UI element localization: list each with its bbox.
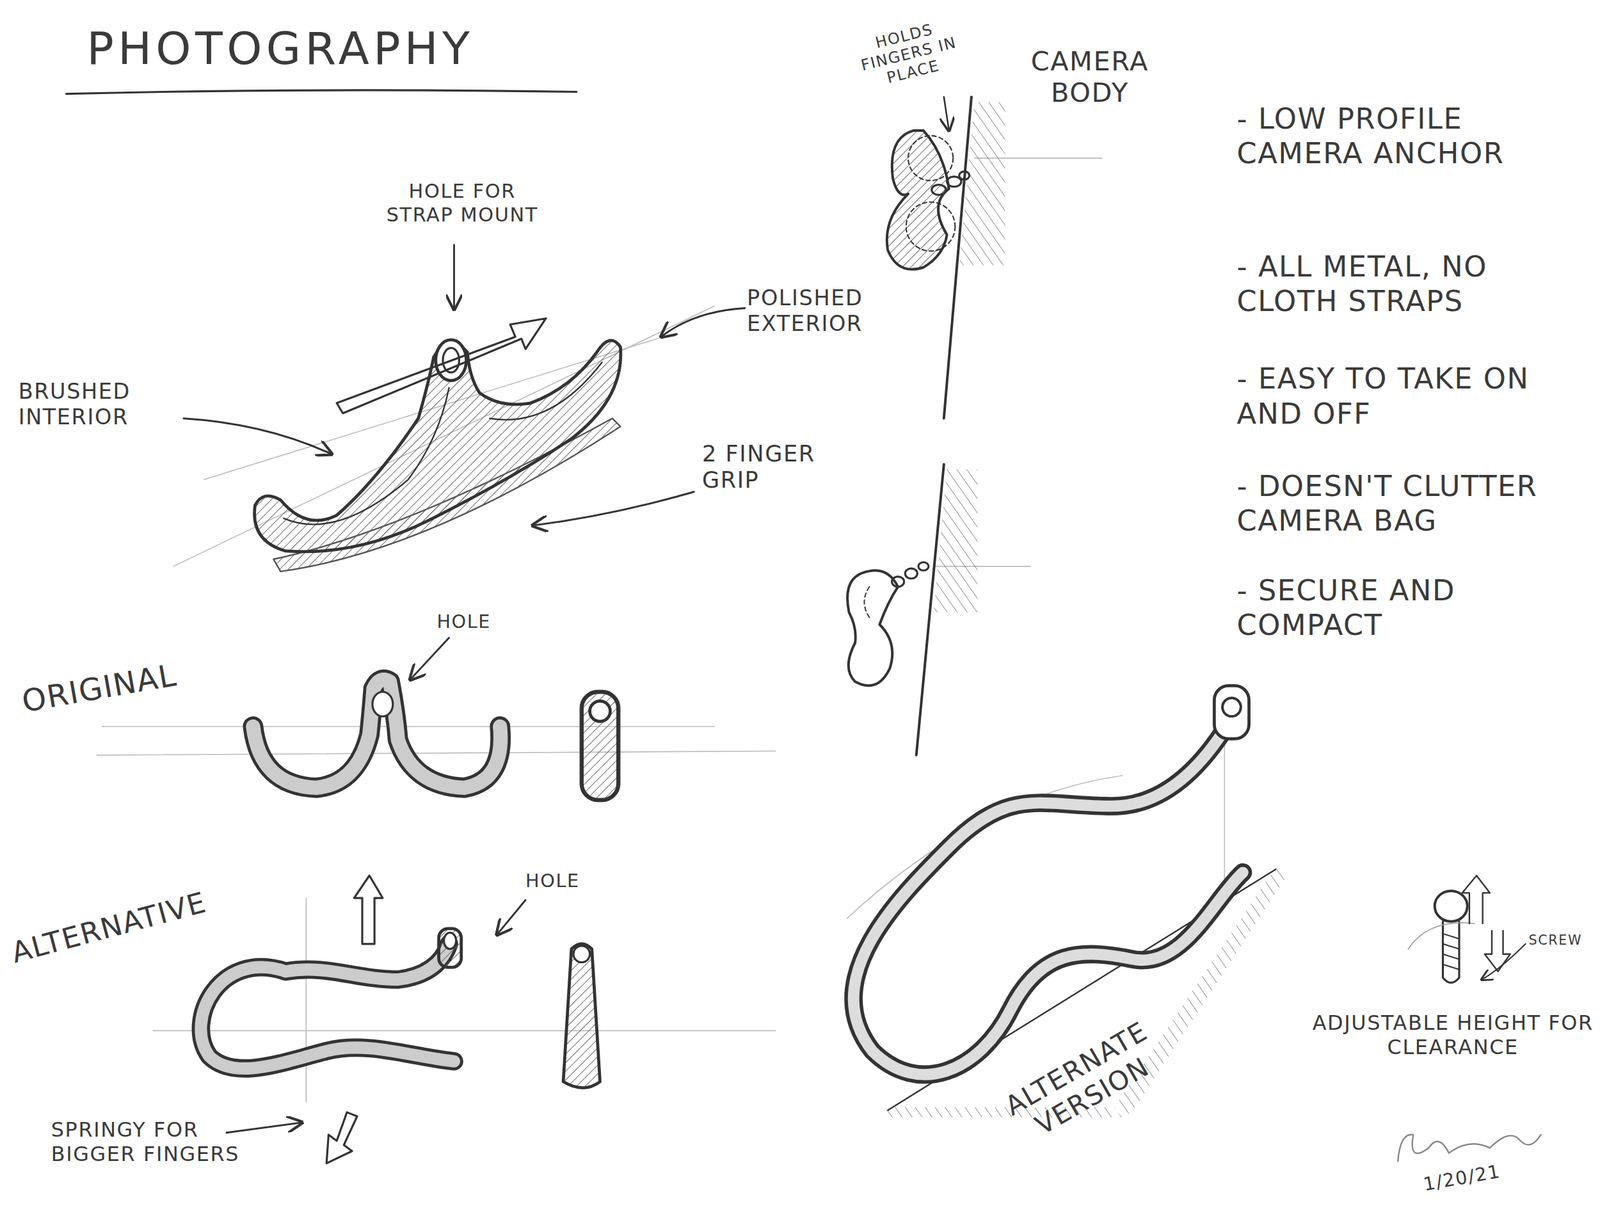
date-label: 1/20/21 [1421, 1160, 1503, 1196]
callout-note: SPRINGY FOR BIGGER FINGERS [51, 1117, 287, 1167]
sheet-title: PHOTOGRAPHY [87, 22, 475, 77]
view-label: ALTERNATIVE [7, 885, 210, 971]
view-label: ORIGINAL [19, 656, 180, 720]
callout-note: HOLE FOR STRAP MOUNT [385, 179, 539, 227]
requirement-note: - ALL METAL, NO CLOTH STRAPS [1236, 250, 1592, 319]
view-label: ALTERNATE VERSION [989, 1009, 1181, 1157]
requirement-note: - EASY TO TAKE ON AND OFF [1236, 362, 1592, 431]
finish-note: BRUSHED INTERIOR [18, 379, 167, 431]
part-label: CAMERA BODY [1023, 46, 1156, 110]
callout-note: HOLDS FINGERS IN PLACE [852, 14, 966, 93]
requirement-note: - LOW PROFILE CAMERA ANCHOR [1236, 101, 1592, 171]
callout-note: 2 FINGER GRIP [702, 440, 845, 495]
callout-note: ADJUSTABLE HEIGHT FOR CLEARANCE [1308, 1009, 1597, 1060]
part-label: SCREW [1528, 932, 1583, 949]
requirement-note: - DOESN'T CLUTTER CAMERA BAG [1236, 469, 1592, 538]
callout-note: HOLE [436, 609, 491, 632]
requirement-note: - SECURE AND COMPACT [1236, 573, 1592, 642]
callout-note: HOLE [525, 869, 580, 891]
finish-note: POLISHED EXTERIOR [746, 285, 900, 337]
